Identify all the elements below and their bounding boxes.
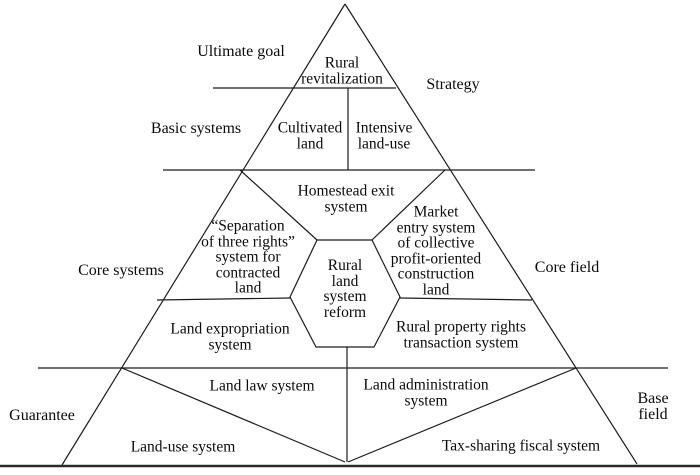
label-basic-systems: Basic systems (150, 120, 242, 137)
label-base-field: Base field (637, 390, 669, 423)
label-core-field: Core field (534, 259, 600, 276)
triangle-right-edge (344, 3, 638, 465)
label-strategy: Strategy (426, 76, 480, 93)
region-land-administration: Land administration system (363, 376, 489, 409)
diagonal-tax-sharing (347, 367, 577, 463)
diagonal-homestead-right (371, 169, 446, 241)
region-intensive-land-use: Intensive land-use (355, 119, 413, 152)
region-homestead-exit: Homestead exit system (297, 182, 395, 215)
region-market-entry: Market entry system of collective profit… (390, 203, 482, 298)
region-rural-property-rights: Rural property rights transaction system (395, 318, 527, 351)
region-separation-three-rights: “Separation of three rights” system for … (201, 217, 295, 297)
diagonal-homestead-left (239, 169, 318, 241)
label-guarantee: Guarantee (9, 407, 75, 424)
divider-expropriation-top (156, 297, 291, 301)
region-rural-land-system-reform: Rural land system reform (323, 257, 367, 321)
region-rural-revitalization: Rural revitalization (301, 54, 383, 87)
label-ultimate-goal: Ultimate goal (197, 43, 285, 60)
divider-property-rights-top (399, 297, 533, 301)
label-core-systems: Core systems (78, 262, 164, 279)
region-land-use: Land-use system (130, 438, 236, 456)
diagonal-land-use (121, 367, 346, 463)
region-land-law: Land law system (209, 377, 315, 395)
triangle-left-edge (61, 3, 346, 466)
region-land-expropriation: Land expropriation system (170, 320, 290, 353)
region-cultivated-land: Cultivated land (277, 119, 343, 152)
region-tax-sharing: Tax-sharing fiscal system (441, 437, 601, 455)
core-hexagon (289, 239, 401, 348)
